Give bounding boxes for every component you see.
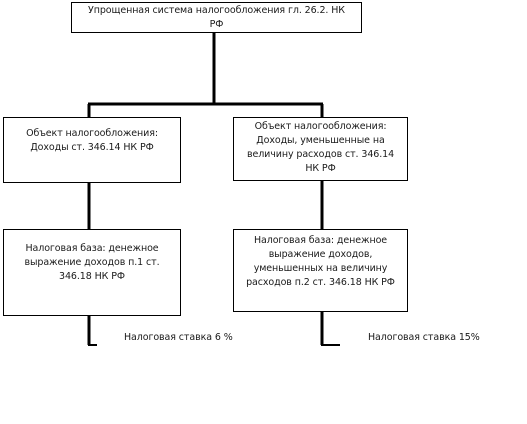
right-object-line-3: величину расходов ст. 346.14 [246,149,395,160]
right-object-line-1: Объект налогообложения: [254,121,387,132]
left-object-node: Объект налогообложения: Доходы ст. 346.1… [3,117,181,183]
right-tax-base-node: Налоговая база: денежное выражение доход… [233,229,408,312]
right-object-line-4: НК РФ [305,163,336,174]
left-tax-base-line-1: Налоговая база: денежное [25,243,159,254]
left-tax-base-line-2: выражение доходов п.1 ст. [24,257,160,268]
right-tax-base-line-4: расходов п.2 ст. 346.18 НК РФ [246,277,395,288]
root-node-simplified-tax-system: Упрощенная система налогообложения гл. 2… [71,2,362,33]
root-node-line-1: Упрощенная система налогообложения гл. 2… [88,5,345,16]
left-tax-base-node: Налоговая база: денежное выражение доход… [3,229,181,316]
left-object-line-2: Доходы ст. 346.14 НК РФ [30,142,154,153]
right-tax-base-line-1: Налоговая база: денежное [253,235,388,246]
left-tax-rate-label: Налоговая ставка 6 % [124,332,233,343]
root-node-line-2: РФ [209,19,224,30]
right-tax-rate-label: Налоговая ставка 15% [368,332,480,343]
right-object-line-2: Доходы, уменьшенные на [256,135,385,146]
right-object-node: Объект налогообложения: Доходы, уменьшен… [233,117,408,181]
left-object-line-1: Объект налогообложения: [26,128,158,139]
right-tax-base-line-2: выражение доходов, [268,249,373,260]
right-tax-base-line-3: уменьшенных на величину [253,263,388,274]
left-tax-base-line-3: 346.18 НК РФ [59,271,125,282]
